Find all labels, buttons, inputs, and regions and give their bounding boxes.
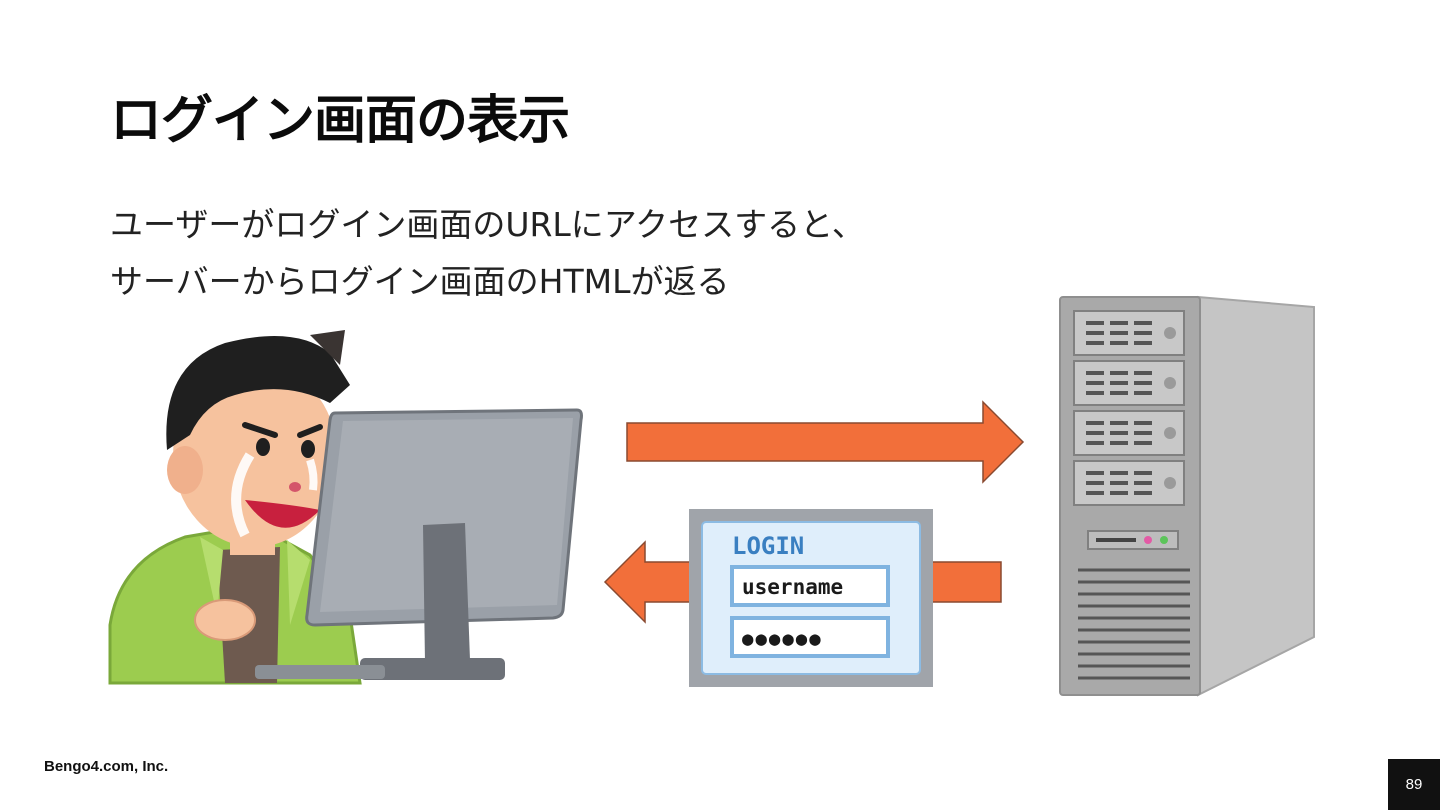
slide-title: ログイン画面の表示 xyxy=(110,91,570,151)
body-line-1: ユーザーがログイン画面のURLにアクセスすると、 xyxy=(110,205,865,244)
server-tower-icon xyxy=(1059,295,1315,697)
username-text: username xyxy=(742,575,843,599)
body-text: ユーザーがログイン画面のURLにアクセスすると、 サーバーからログイン画面のHT… xyxy=(110,196,865,310)
login-screen-icon: LOGIN username ●●●●●● xyxy=(689,509,933,687)
person-at-computer-icon xyxy=(108,330,583,685)
password-text: ●●●●●● xyxy=(742,628,823,650)
footer-company: Bengo4.com, Inc. xyxy=(44,758,169,775)
page-number: 89 xyxy=(1388,759,1440,810)
login-heading: LOGIN xyxy=(732,532,804,560)
arrow-right-icon xyxy=(626,400,1025,484)
body-line-2: サーバーからログイン画面のHTMLが返る xyxy=(110,262,730,301)
